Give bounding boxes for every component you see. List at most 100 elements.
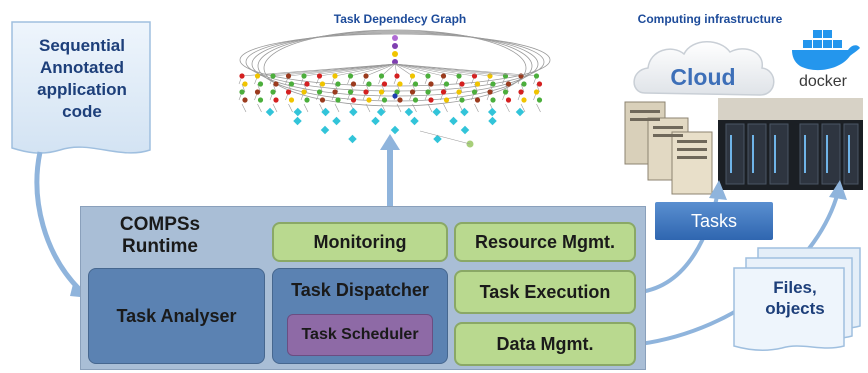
graph-node (460, 107, 469, 117)
graph-node (239, 73, 245, 79)
graph-node (285, 89, 292, 95)
graph-edge (474, 83, 478, 93)
graph-node (254, 89, 261, 95)
graph-node (242, 81, 248, 87)
data-mgmt-module: Data Mgmt. (454, 322, 636, 366)
task-analyser-label: Task Analyser (116, 305, 237, 326)
graph-node (378, 89, 385, 95)
graph-edge (427, 103, 433, 113)
runtime-title-line-1: COMPSs (119, 214, 201, 235)
graph-node (533, 89, 540, 95)
graph-node (490, 81, 496, 87)
graph-node (363, 89, 369, 95)
graph-node (394, 73, 400, 79)
graph-node (428, 81, 434, 87)
graph-node (376, 107, 386, 117)
graph-node (521, 97, 527, 103)
graph-node (536, 97, 543, 103)
graph-node (335, 81, 341, 87)
graph-edge (381, 83, 385, 93)
doc-line-3: application (37, 80, 127, 99)
graph-node (392, 51, 398, 57)
graph-node (404, 107, 414, 117)
files-stack-shape (733, 247, 861, 351)
graph-node (371, 116, 380, 126)
graph-edge (365, 103, 371, 113)
graph-node (443, 81, 450, 87)
graph-edge (536, 103, 541, 113)
graph-node (440, 89, 447, 95)
files-line-1: Files, (773, 278, 817, 297)
graph-node (366, 97, 372, 103)
graph-edge (394, 63, 537, 77)
graph-node (518, 89, 524, 95)
graph-node (471, 89, 478, 95)
graph-node (239, 89, 245, 95)
graph-edge (427, 83, 432, 93)
graph-edge (257, 83, 261, 93)
graph-node (392, 59, 398, 65)
graph-edge (381, 103, 386, 113)
graph-edge (394, 63, 413, 77)
graph-edge (272, 83, 277, 93)
graph-edge (474, 103, 479, 113)
graph-node (488, 116, 497, 126)
graph-node (459, 81, 465, 87)
graph-node (412, 81, 419, 87)
graph-node (242, 97, 248, 103)
graph-edge (394, 63, 444, 77)
doc-line-4: code (62, 102, 102, 121)
files-label: Files, objects (745, 277, 845, 319)
graph-node (332, 73, 338, 79)
task-execution-label: Task Execution (479, 281, 611, 302)
task-execution-module: Task Execution (454, 270, 636, 314)
graph-edge (489, 83, 494, 93)
graph-node (363, 73, 369, 79)
graph-node (490, 97, 496, 103)
graph-node (409, 89, 416, 95)
graph-edge (443, 103, 448, 113)
doc-line-2: Annotated (39, 58, 125, 77)
graph-node (348, 134, 357, 144)
graph-node (257, 81, 264, 87)
graph-node (319, 81, 326, 87)
graph-node (505, 97, 512, 103)
graph-node (285, 73, 292, 79)
graph-edge (365, 63, 396, 77)
graph-edge (396, 83, 401, 93)
graph-edge (505, 103, 510, 113)
graph-node (273, 81, 279, 87)
graph-edge (394, 63, 429, 77)
graph-edge (350, 83, 354, 93)
graph-edge (303, 103, 309, 113)
graph-node (397, 97, 403, 103)
monitoring-label: Monitoring (313, 231, 407, 252)
graph-edge-arc (239, 33, 551, 87)
graph-node (381, 97, 388, 103)
graph-node (515, 107, 525, 117)
graph-node (536, 81, 543, 87)
graph-node (474, 81, 481, 87)
graph-edge (303, 83, 308, 93)
graph-node (474, 97, 481, 103)
graph-edge-arc (257, 30, 533, 102)
task-dependency-graph (238, 29, 551, 148)
files-line-2: objects (765, 299, 825, 318)
graph-node (432, 107, 441, 117)
graph-edge (241, 83, 246, 93)
graph-node (349, 107, 358, 117)
graph-node (332, 89, 338, 95)
graph-node (428, 97, 434, 103)
graph-edge (272, 103, 278, 113)
server-towers (624, 101, 713, 195)
graph-node (288, 81, 295, 87)
doc-line-1: Sequential (39, 36, 125, 55)
graph-edge (365, 83, 370, 93)
graph-node (301, 89, 307, 95)
graph-edge (520, 83, 525, 93)
graph-node (392, 93, 398, 99)
graph-node (487, 89, 493, 95)
graph-node (459, 97, 465, 103)
resource-mgmt-label: Resource Mgmt. (474, 231, 616, 252)
graph-node (433, 134, 442, 144)
